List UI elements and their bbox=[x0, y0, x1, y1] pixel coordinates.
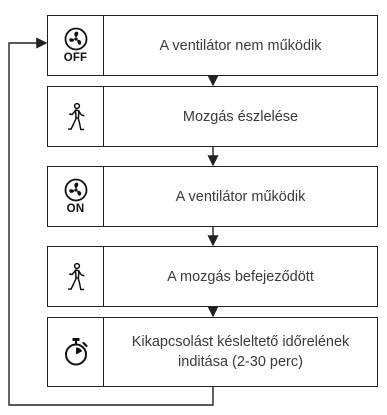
step-motion-detected: Mozgás észlelése bbox=[47, 86, 378, 147]
step-fan-off: OFF A ventilátor nem működik bbox=[47, 15, 378, 76]
fan-status-label: ON bbox=[66, 203, 85, 215]
loop-back-line bbox=[8, 42, 214, 406]
fan-icon bbox=[64, 27, 87, 51]
step-text: A ventilátor működik bbox=[175, 188, 306, 205]
step-text: Mozgás észlelése bbox=[182, 108, 299, 125]
fan-status-label: OFF bbox=[63, 52, 88, 64]
step-motion-ended: A mozgás befejeződött bbox=[47, 246, 378, 307]
walking-person-icon bbox=[67, 102, 85, 130]
step-start-delay-timer: Kikapcsolást késleltető időrelének indit… bbox=[47, 317, 378, 387]
step-text: A ventilátor nem működik bbox=[159, 37, 322, 54]
step-icon-cell: OFF bbox=[48, 16, 104, 75]
step-icon-cell bbox=[48, 318, 104, 386]
step-icon-cell bbox=[48, 247, 104, 306]
step-text: Kikapcsolást késleltető időrelének indit… bbox=[131, 334, 350, 370]
step-fan-on: ON A ventilátor működik bbox=[47, 166, 378, 227]
fan-icon bbox=[64, 178, 87, 202]
step-icon-cell: ON bbox=[48, 167, 104, 226]
stopwatch-icon bbox=[64, 338, 88, 366]
step-text: A mozgás befejeződött bbox=[167, 268, 314, 285]
walking-person-icon bbox=[67, 262, 85, 290]
step-icon-cell bbox=[48, 87, 104, 146]
